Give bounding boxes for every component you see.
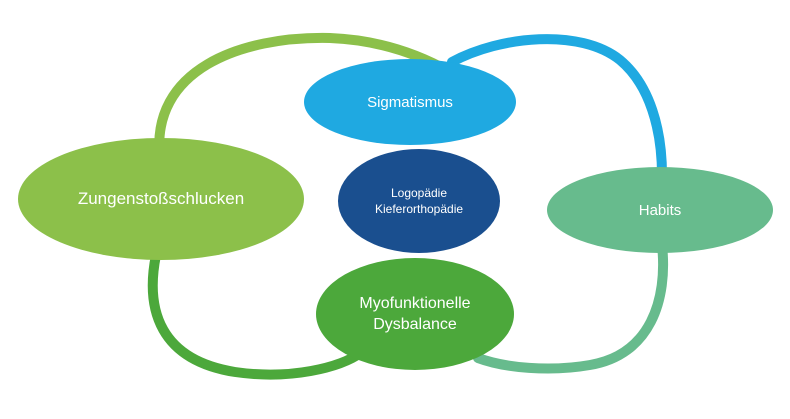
node-habits-label: Habits	[638, 201, 682, 219]
ring-arc-right	[473, 240, 669, 374]
node-myofunktionelle-dysbalance-line1: Myofunktionelle	[359, 295, 471, 312]
node-zungenstossschlucken-shape	[18, 138, 304, 260]
node-myofunktionelle-dysbalance-line2: Dysbalance	[373, 316, 457, 333]
node-center-line2: Kieferorthopädie	[374, 202, 464, 216]
ring-arc-top-right	[447, 34, 667, 180]
node-myofunktionelle-dysbalance: Myofunktionelle Dysbalance	[316, 258, 514, 370]
node-myofunktionelle-dysbalance-shape	[316, 258, 514, 370]
ring-arc-bottom-left	[147, 250, 367, 380]
node-center-line1: Logopädie	[390, 186, 448, 200]
node-zungenstossschlucken-label: Zungenstoßschlucken	[77, 189, 245, 208]
node-sigmatismus: Sigmatismus	[304, 59, 516, 145]
node-center-shape	[338, 149, 500, 253]
node-sigmatismus-label: Sigmatismus	[367, 93, 453, 111]
node-habits: Habits	[547, 167, 773, 253]
node-habits-shape	[547, 167, 773, 253]
node-sigmatismus-shape	[304, 59, 516, 145]
node-zungenstossschlucken: Zungenstoßschlucken	[18, 138, 304, 260]
ring-arc-top-left	[154, 32, 455, 163]
node-center: Logopädie Kieferorthopädie	[338, 149, 500, 253]
